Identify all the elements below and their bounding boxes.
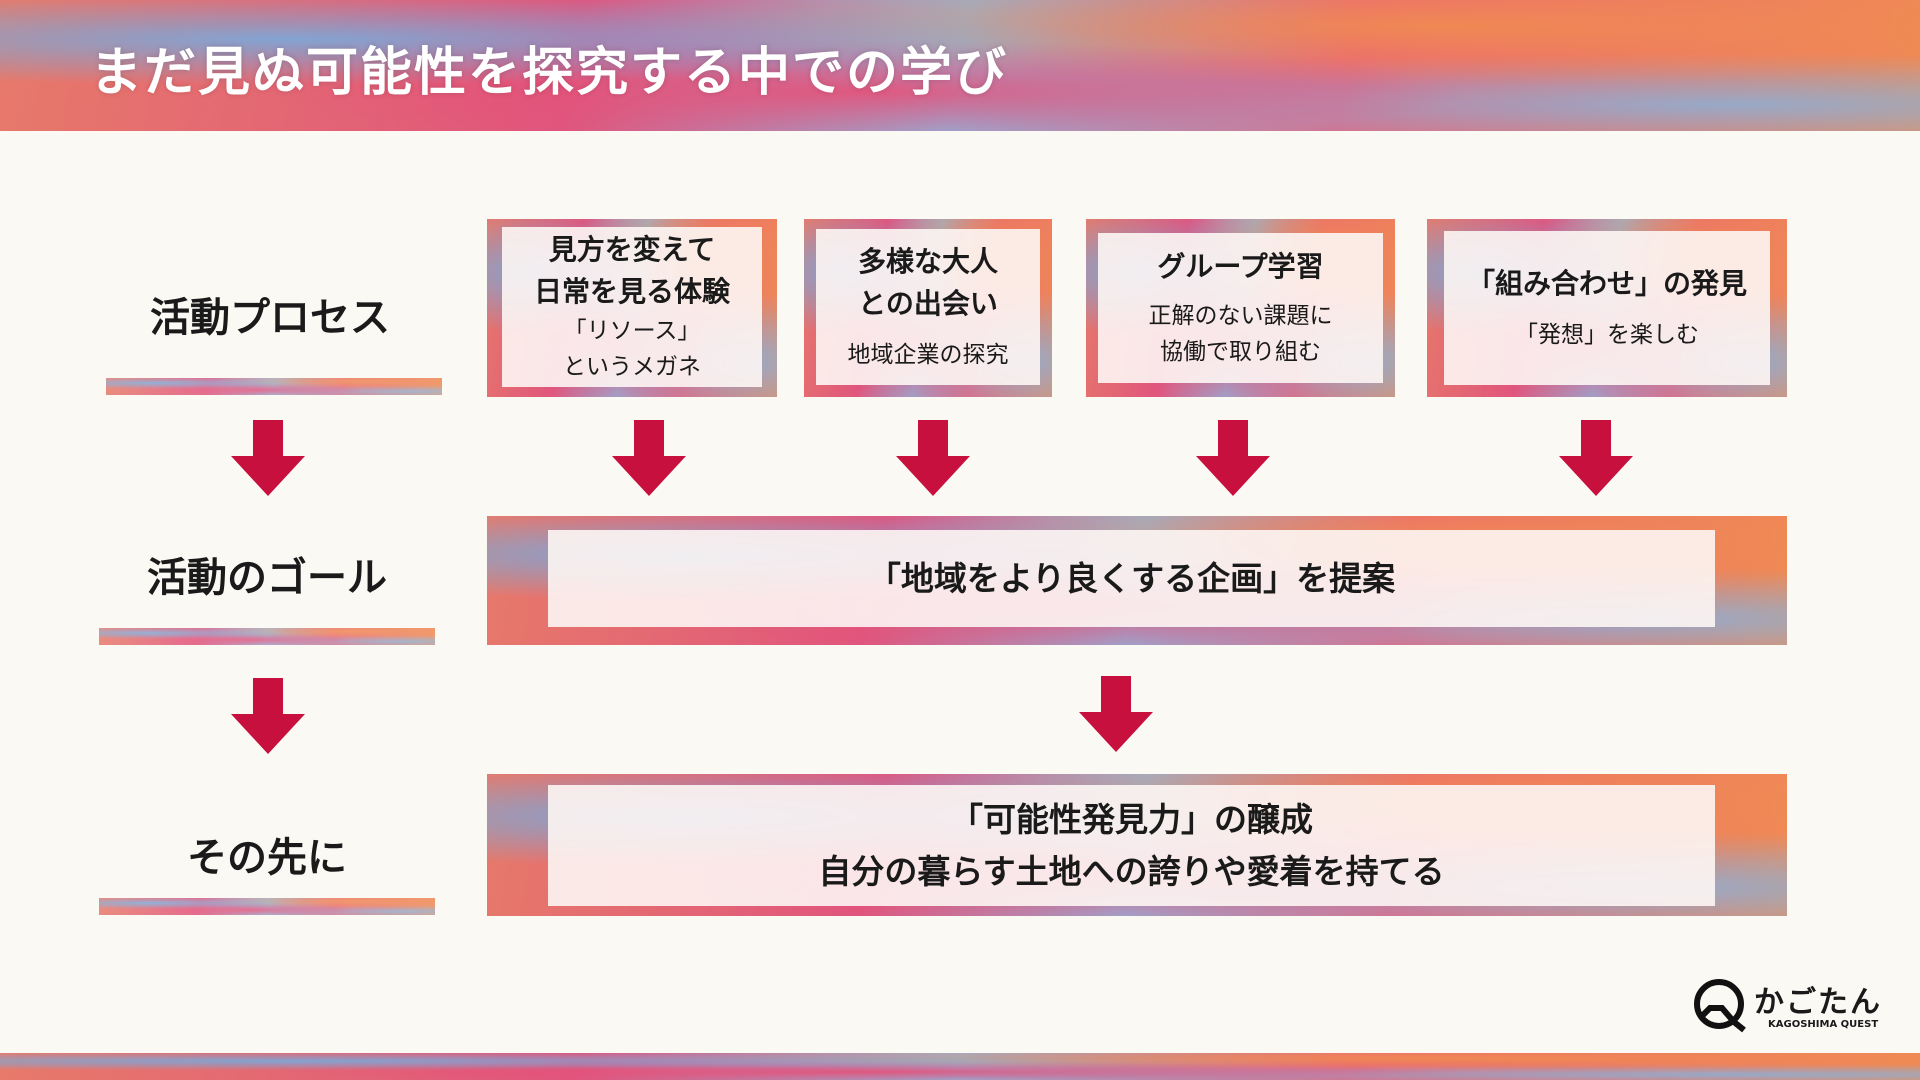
arrow-down-icon	[1079, 676, 1153, 752]
box-heading: 多様な大人	[857, 245, 998, 278]
arrow-down-icon	[1196, 420, 1270, 496]
beyond-box: 「可能性発見力」の醸成 自分の暮らす土地への誇りや愛着を持てる	[487, 774, 1787, 916]
process-box-3: グループ学習 正解のない課題に 協働で取り組む	[1086, 219, 1395, 397]
box-sub: というメガネ	[563, 354, 701, 380]
box-sub: 協働で取り組む	[1160, 339, 1321, 365]
footer-strip	[0, 1053, 1920, 1080]
label-underline	[99, 628, 435, 645]
logo-name: かごたん	[1754, 985, 1882, 1020]
box-heading: との出会い	[858, 287, 998, 320]
arrow-down-icon	[896, 420, 970, 496]
box-heading: 日常を見る体験	[533, 275, 730, 308]
box-heading: 見方を変えて	[548, 233, 716, 266]
goal-text: 「地域をより良くする企画」を提案	[867, 558, 1396, 598]
box-heading: 「組み合わせ」の発見	[1466, 267, 1747, 300]
label-underline	[106, 378, 442, 395]
label-goal: 活動のゴール	[147, 555, 387, 601]
box-sub: 正解のない課題に	[1148, 303, 1333, 329]
arrow-down-icon	[231, 678, 305, 754]
process-box-1: 見方を変えて 日常を見る体験 「リソース」 というメガネ	[487, 219, 777, 397]
process-box-2: 多様な大人 との出会い 地域企業の探究	[804, 219, 1052, 397]
arrow-down-icon	[231, 420, 305, 496]
arrow-down-icon	[1559, 420, 1633, 496]
logo-sub: KAGOSHIMA QUEST	[1768, 1019, 1879, 1030]
box-sub: 「発想」を楽しむ	[1515, 322, 1699, 348]
page-title: まだ見ぬ可能性を探究する中での学び	[90, 43, 1009, 103]
kagotan-logo: かごたん KAGOSHIMA QUEST	[1692, 975, 1892, 1035]
q-logo-icon	[1694, 979, 1746, 1033]
beyond-text: 自分の暮らす土地への誇りや愛着を持てる	[818, 851, 1445, 891]
arrow-down-icon	[612, 420, 686, 496]
label-underline	[99, 898, 435, 915]
beyond-text: 「可能性発見力」の醸成	[950, 799, 1313, 839]
box-sub: 地域企業の探究	[847, 342, 1009, 368]
header-banner	[0, 0, 1920, 131]
box-heading: グループ学習	[1157, 250, 1324, 283]
box-sub: 「リソース」	[563, 318, 701, 344]
goal-box: 「地域をより良くする企画」を提案	[487, 516, 1787, 645]
label-beyond: その先に	[187, 835, 347, 881]
process-box-4: 「組み合わせ」の発見 「発想」を楽しむ	[1427, 219, 1787, 397]
label-process: 活動プロセス	[150, 295, 390, 341]
